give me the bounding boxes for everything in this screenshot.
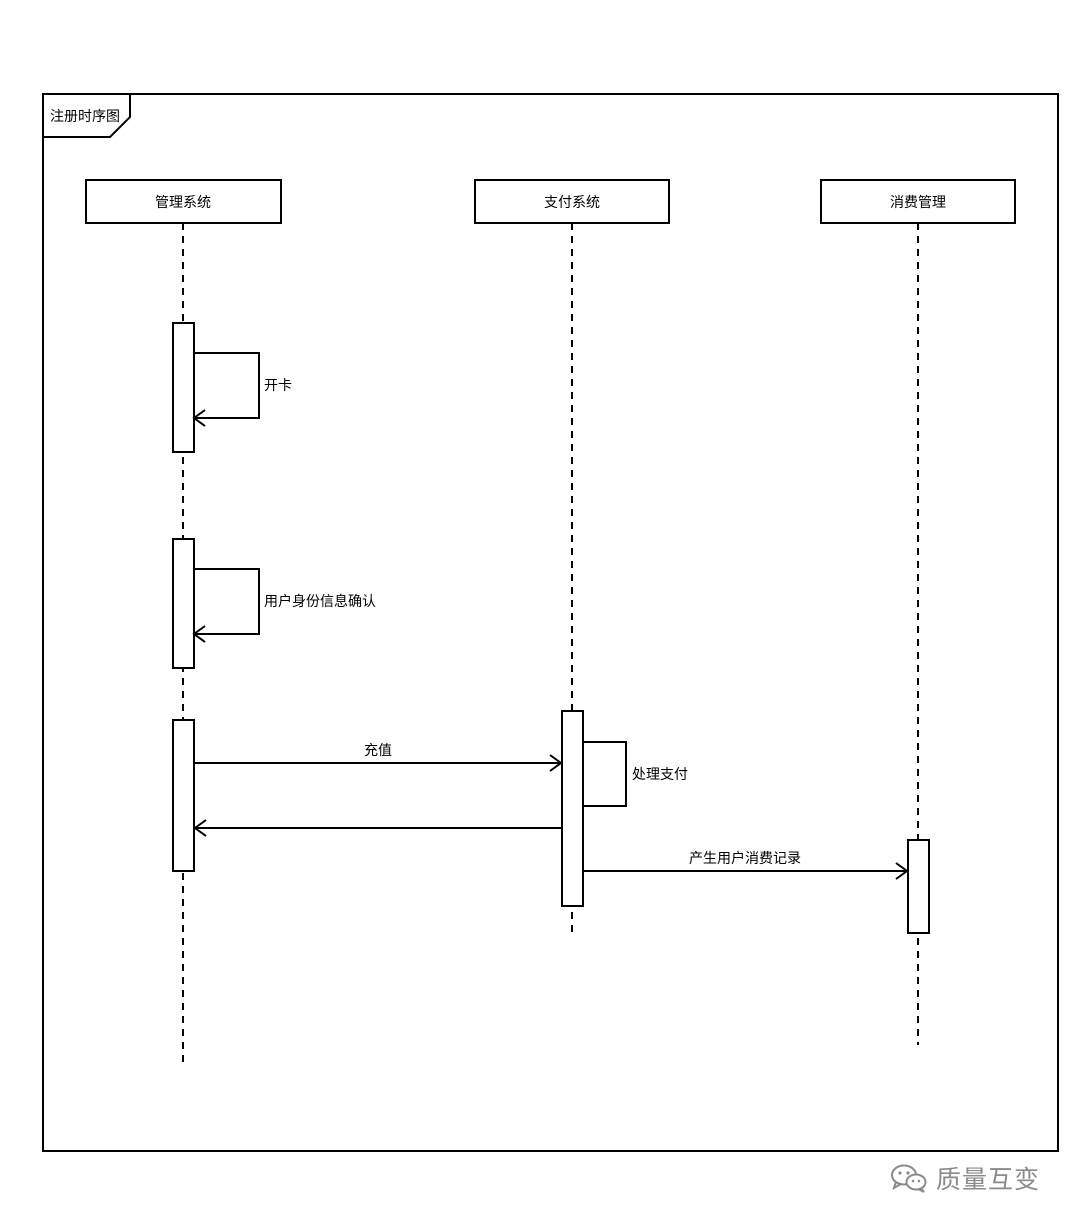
arrowhead-identity-confirm — [192, 625, 206, 643]
arrowhead-open-card — [192, 409, 206, 427]
lifeline-consumption: 消费管理 — [820, 179, 1016, 1045]
activation-payment — [561, 710, 584, 907]
diagram-frame — [42, 93, 1059, 1152]
arrowhead-recharge — [549, 754, 563, 772]
message-consumption-record-label: 产生用户消费记录 — [689, 850, 801, 867]
lifeline-payment-box — [474, 179, 670, 224]
activation-open-card — [172, 322, 195, 453]
self-message-process-payment — [583, 741, 627, 807]
self-message-open-card — [194, 352, 260, 419]
message-open-card-label: 开卡 — [264, 378, 292, 394]
activation-consumption — [907, 839, 930, 934]
activation-identity-confirm — [172, 538, 195, 669]
self-message-identity-confirm — [194, 568, 260, 635]
frame-title: 注册时序图 — [50, 109, 120, 125]
lifeline-consumption-label: 消费管理 — [890, 195, 946, 211]
message-recharge-label: 充值 — [364, 743, 392, 759]
watermark: 质量互变 — [890, 1160, 1060, 1196]
lifeline-management-label: 管理系统 — [155, 195, 211, 211]
lifeline-payment-label: 支付系统 — [544, 195, 600, 211]
lifeline-payment: 支付系统 — [474, 179, 670, 938]
activation-management-recharge — [172, 719, 195, 872]
arrowhead-return — [193, 819, 207, 837]
watermark-text: 质量互变 — [936, 1165, 1041, 1194]
message-process-payment-label: 处理支付 — [632, 767, 688, 783]
frame-title-tab — [43, 94, 131, 138]
wechat-icon — [891, 1164, 927, 1193]
message-identity-confirm-label: 用户身份信息确认 — [264, 593, 376, 610]
